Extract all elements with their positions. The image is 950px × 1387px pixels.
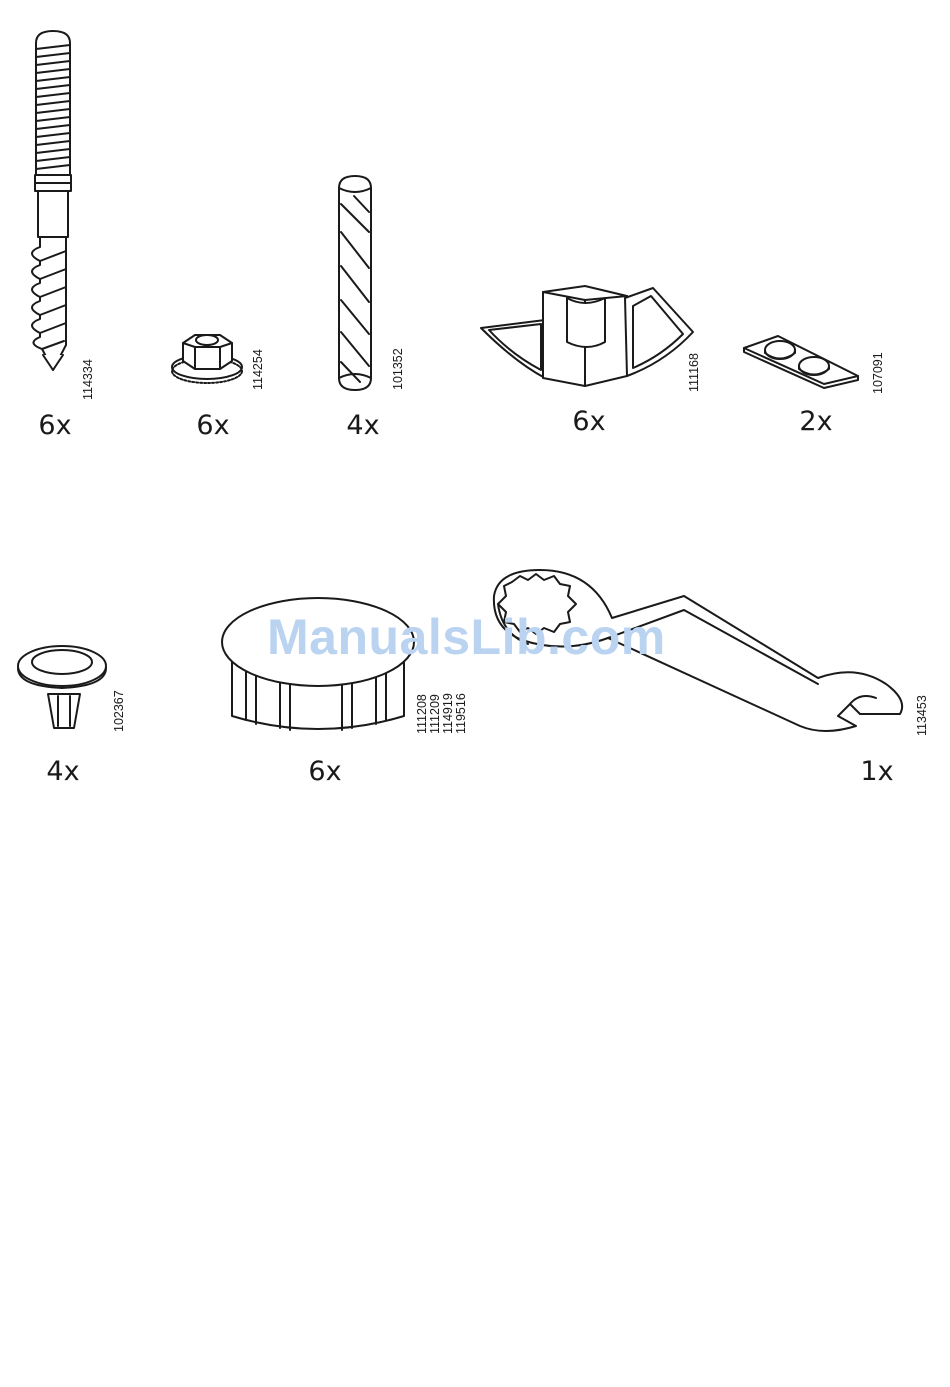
part-code: 119516 bbox=[455, 693, 468, 734]
shelf-bracket-icon bbox=[475, 282, 700, 392]
part-quantity: 4x bbox=[346, 412, 379, 439]
part-code: 102367 bbox=[113, 690, 126, 732]
part-code: 101352 bbox=[392, 348, 405, 390]
part-quantity: 6x bbox=[38, 412, 71, 439]
part-code: 114334 bbox=[82, 359, 95, 400]
part-quantity: 6x bbox=[196, 412, 229, 439]
part-quantity: 6x bbox=[308, 758, 341, 785]
part-code-list: 111208 111209 114919 119516 bbox=[416, 693, 468, 734]
flange-nut-icon bbox=[165, 325, 250, 385]
part-quantity: 2x bbox=[799, 408, 832, 435]
part-quantity: 6x bbox=[572, 408, 605, 435]
part-quantity: 1x bbox=[860, 758, 893, 785]
part-code: 114254 bbox=[252, 349, 265, 390]
adhesive-pads-icon bbox=[740, 330, 862, 388]
cover-cap-icon bbox=[218, 592, 418, 737]
part-quantity: 4x bbox=[46, 758, 79, 785]
hanger-bolt-icon bbox=[20, 25, 90, 400]
push-cap-icon bbox=[14, 636, 114, 736]
part-code: 111168 bbox=[688, 353, 701, 392]
wooden-dowel-icon bbox=[330, 172, 380, 394]
wrench-icon bbox=[488, 566, 913, 738]
part-code: 107091 bbox=[872, 352, 885, 394]
part-code: 113453 bbox=[916, 695, 929, 736]
